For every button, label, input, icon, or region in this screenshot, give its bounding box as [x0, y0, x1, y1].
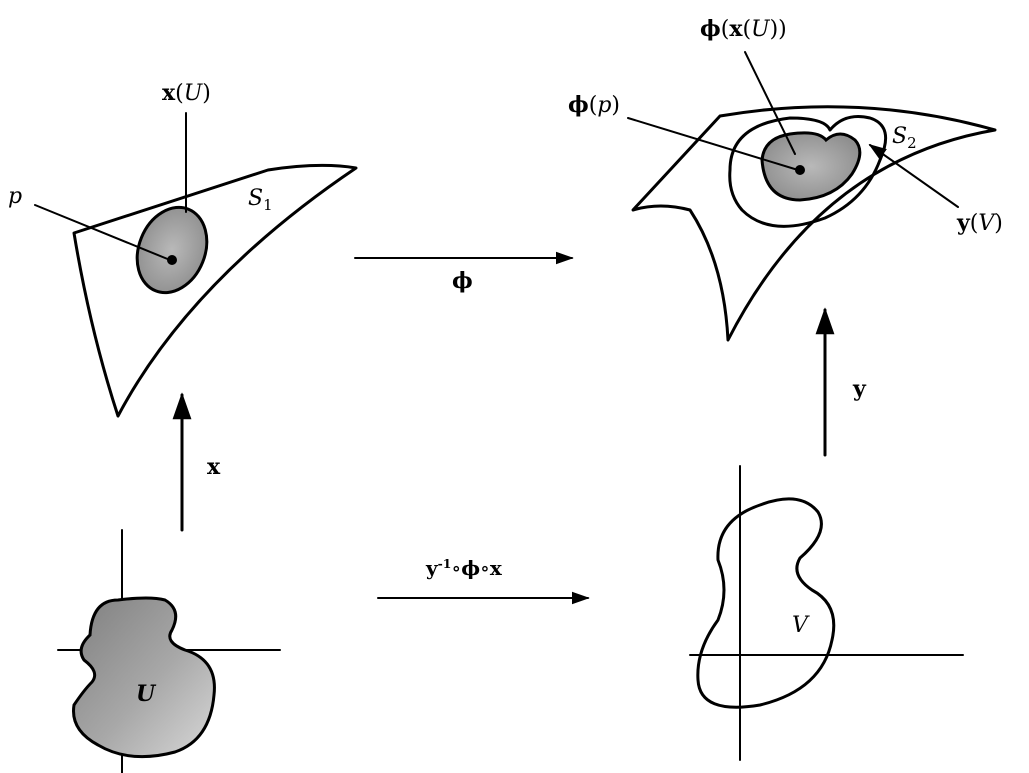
label-x-map: x: [207, 454, 221, 480]
label-phi-x-of-u: ϕ(x(U)): [700, 16, 787, 42]
leader-phi-x-of-u: [744, 51, 796, 155]
region-y-of-v: [728, 115, 888, 228]
region-x-of-u: [135, 205, 209, 295]
point-phi-p: [795, 165, 805, 175]
label-phi: ϕ: [452, 268, 473, 294]
label-x-of-u: x(U): [162, 80, 211, 106]
region-phi-x-of-u: [760, 131, 862, 202]
point-p: [167, 255, 177, 265]
label-s1: S1: [248, 186, 273, 215]
label-s2: S2: [892, 124, 917, 153]
leader-y-of-v: [868, 143, 959, 208]
leader-phi-p: [627, 117, 799, 171]
label-y-of-v: y(V): [957, 210, 1003, 236]
label-phi-p: ϕ(p): [568, 92, 620, 118]
leader-p: [34, 204, 171, 261]
label-composite: y-1∘ϕ∘x: [426, 556, 502, 580]
label-y-map: y: [853, 376, 866, 402]
region-u: [72, 596, 216, 759]
surface-s1: [72, 163, 358, 418]
label-u: U: [136, 681, 156, 707]
region-v: [696, 497, 836, 709]
label-v: V: [792, 613, 808, 638]
label-p: p: [8, 184, 23, 209]
